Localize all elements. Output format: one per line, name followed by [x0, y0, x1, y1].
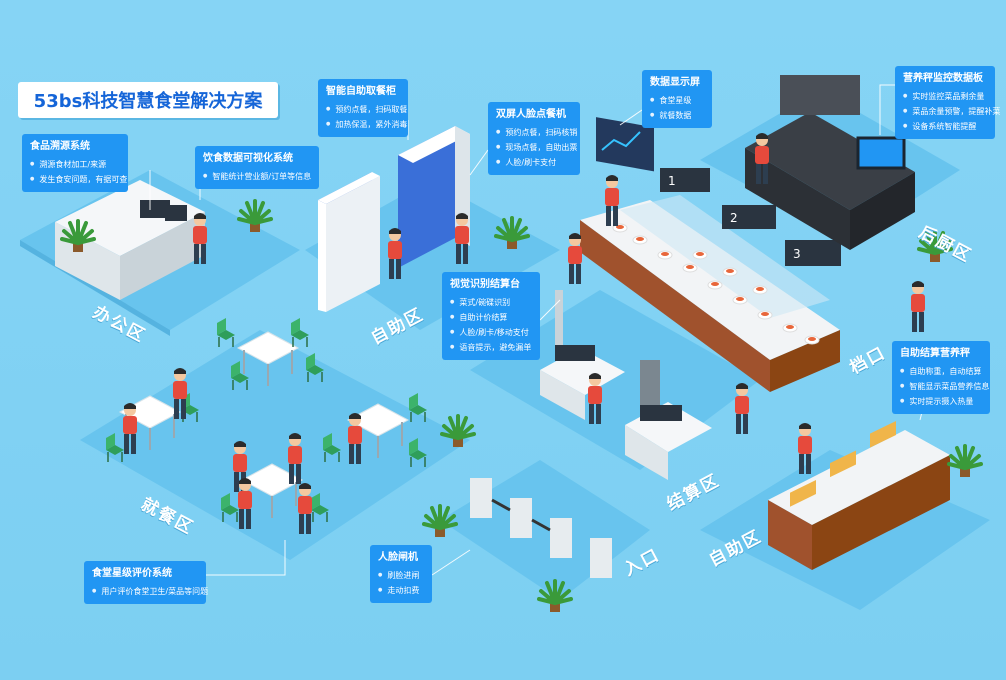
- callout-title: 食堂星级评价系统: [92, 568, 172, 579]
- callout-item: 发生食安问题，有据可查: [30, 172, 127, 187]
- callout-item: 菜式/碗碟识别: [450, 295, 532, 310]
- counter-customer: [568, 233, 582, 284]
- callout-item: 用户评价食堂卫生/菜品等问题: [92, 584, 208, 599]
- callout-item: 预约点餐，扫码取餐: [326, 102, 407, 117]
- callout-item: 实时提示摄入热量: [900, 394, 982, 409]
- callout-item: 刷脸进闸: [378, 568, 424, 583]
- callout-smart-locker: 智能自助取餐柜 预约点餐，扫码取餐加热保温，紧外消毒: [318, 79, 408, 137]
- callout-face-gate: 人脸闸机 刷脸进闸走动扣费: [370, 545, 432, 603]
- callout-item: 预约点餐，扫码核销: [496, 125, 577, 140]
- callout-title: 人脸闸机: [378, 552, 418, 563]
- data-display-screen: [596, 117, 654, 172]
- page-title: 53bs科技智慧食堂解决方案: [18, 82, 278, 118]
- nutrition-scale-counter: [768, 430, 950, 570]
- callout-item: 加热保温，紧外消毒: [326, 117, 407, 132]
- callout-item: 食堂星级: [650, 93, 704, 108]
- visual-checkout-station-1: [540, 290, 625, 420]
- buffet-trays: [790, 420, 896, 507]
- callout-title: 视觉识别结算台: [450, 279, 520, 290]
- callout-self-scale: 自助结算营养秤 自助称重，自动结算智能显示菜品营养信息实时提示摄入热量: [892, 341, 990, 414]
- buffet-plant: [947, 444, 983, 479]
- callout-item: 自助计价结算: [450, 310, 532, 325]
- counter-screens: [660, 168, 841, 266]
- callout-visual-checkout: 视觉识别结算台 菜式/碗碟识别自助计价结算人脸/刷卡/移动支付语音提示，避免漏单: [442, 272, 540, 360]
- kitchen-stove: [745, 75, 915, 250]
- callout-dual-screen-kiosk: 双屏人脸点餐机 预约点餐，扫码核销现场点餐，自助出票人脸/刷卡支付: [488, 102, 580, 175]
- callout-data-screen: 数据显示屏 食堂星级就餐数据: [642, 70, 712, 128]
- callout-title: 数据显示屏: [650, 77, 700, 88]
- callout-item: 实时监控菜品剩余量: [903, 89, 987, 104]
- callout-item: 现场点餐，自助出票: [496, 140, 577, 155]
- callout-item: 就餐数据: [650, 108, 704, 123]
- callout-title: 双屏人脸点餐机: [496, 109, 566, 120]
- face-gates: [470, 478, 612, 578]
- callout-item: 语音提示，避免漏单: [450, 340, 532, 355]
- callout-title: 饮食数据可视化系统: [203, 153, 293, 164]
- visual-checkout-station-2: [625, 360, 712, 480]
- callout-title: 自助结算营养秤: [900, 348, 970, 359]
- callout-traceability: 食品溯源系统 溯源食材加工/来源发生食安问题，有据可查: [22, 134, 128, 192]
- callout-item: 自助称重，自动结算: [900, 364, 982, 379]
- callout-item: 智能显示菜品营养信息: [900, 379, 989, 394]
- callout-item: 走动扣费: [378, 583, 424, 598]
- callout-title: 食品溯源系统: [30, 141, 90, 152]
- smart-locker-1: [318, 172, 380, 312]
- callout-nutrition-board: 营养秤监控数据板 实时监控菜品剩余量菜品余量预警，提醒补菜设备系统智能提醒: [895, 66, 1000, 139]
- callout-visualization: 饮食数据可视化系统 智能统计营业额/订单等信息: [195, 146, 319, 189]
- callout-title: 营养秤监控数据板: [903, 73, 983, 84]
- callout-item: 智能统计营业额/订单等信息: [203, 169, 311, 184]
- callout-rating: 食堂星级评价系统 用户评价食堂卫生/菜品等问题: [84, 561, 208, 604]
- callout-item: 菜品余量预警，提醒补菜: [903, 104, 1000, 119]
- callout-item: 溯源食材加工/来源: [30, 157, 120, 172]
- callout-item: 设备系统智能提醒: [903, 119, 987, 134]
- callout-item: 人脸/刷卡支付: [496, 155, 572, 170]
- callout-item: 人脸/刷卡/移动支付: [450, 325, 532, 340]
- nutrition-monitor: [856, 136, 906, 170]
- callout-title: 智能自助取餐柜: [326, 86, 396, 97]
- tray-customer: [735, 383, 749, 434]
- chef-2: [911, 281, 925, 332]
